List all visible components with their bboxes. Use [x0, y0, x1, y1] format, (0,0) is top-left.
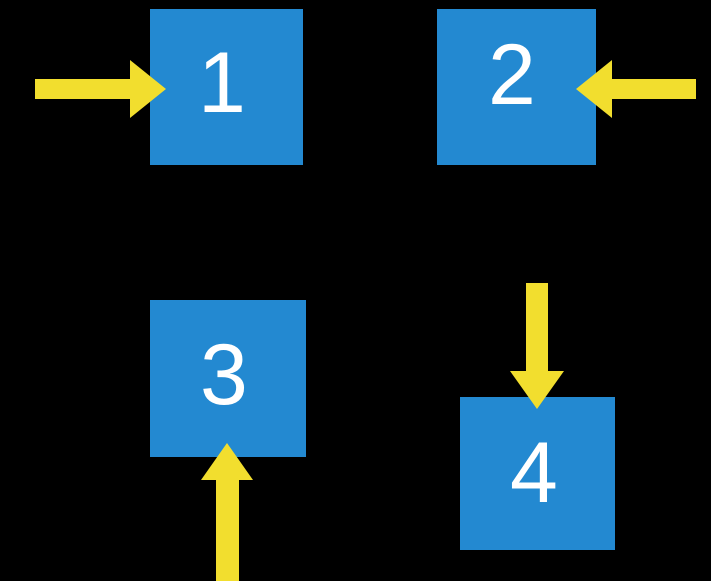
node-label-1: 1 — [198, 35, 246, 131]
node-block-4[interactable] — [460, 397, 615, 550]
arrow-up-into-node-3-icon — [201, 443, 253, 581]
node-block-1[interactable] — [150, 9, 303, 165]
node-label-3: 3 — [200, 327, 248, 423]
arrow-down-into-node-4-icon — [510, 283, 564, 409]
arrow-right-into-node-1-icon — [35, 60, 166, 118]
node-label-4: 4 — [510, 425, 558, 521]
node-block-3[interactable] — [150, 300, 306, 457]
node-block-2[interactable] — [437, 9, 596, 165]
node-label-2: 2 — [488, 27, 536, 123]
